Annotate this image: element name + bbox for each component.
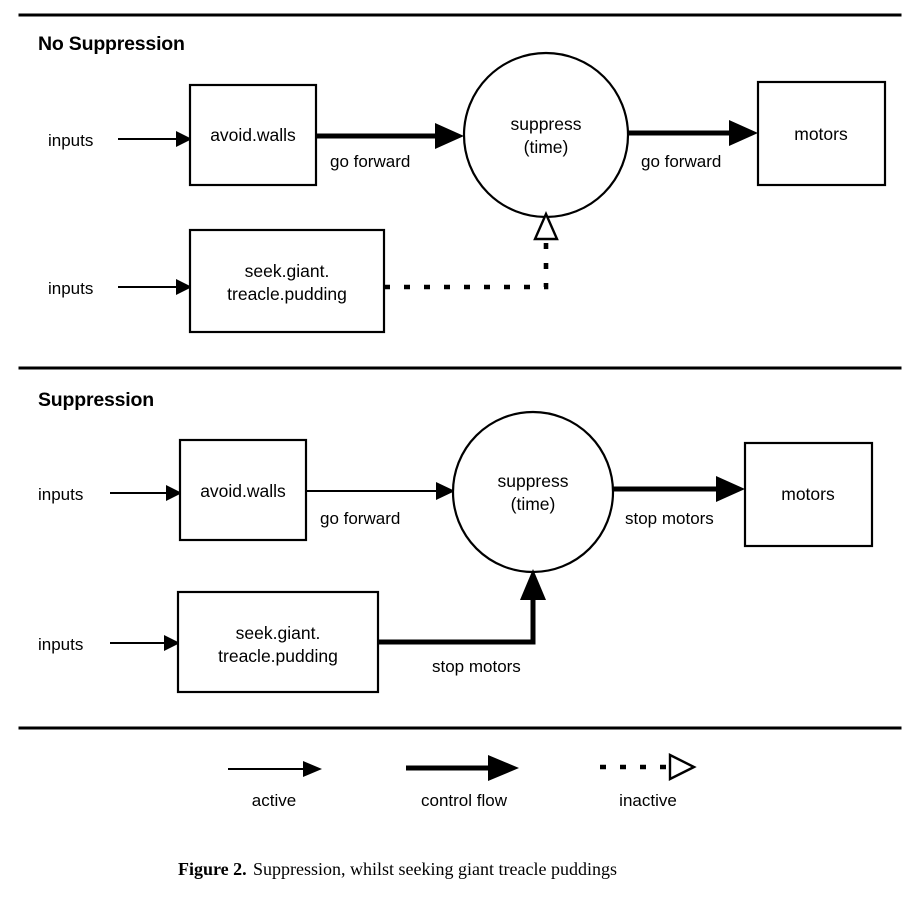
p1-node-suppress-label-line2: (time) [524, 137, 569, 157]
p1-node-avoid-walls-label: avoid.walls [210, 125, 296, 145]
legend-item-control-flow: control flow [406, 755, 519, 810]
p1-input-label-top: inputs [48, 131, 93, 150]
panel-heading-suppression: Suppression [38, 389, 154, 411]
p1-node-suppress[interactable] [462, 51, 630, 219]
legend-item-active: active [228, 761, 322, 810]
p2-input-arrow-bottom [110, 635, 180, 651]
legend-item-inactive: inactive [600, 753, 697, 810]
legend-label-active: active [252, 791, 296, 810]
p1-edge-suppress-to-motors [628, 120, 758, 146]
p2-node-motors-label: motors [781, 484, 835, 504]
figure-caption-text: Suppression, whilst seeking giant treacl… [253, 859, 617, 879]
p2-edge-suppress-to-motors [612, 476, 745, 502]
p2-node-seek-giant-treacle-pudding[interactable] [176, 590, 380, 694]
p1-node-seek-label-line1: seek.giant. [245, 261, 330, 281]
p2-edge-avoid-walls-to-suppress [306, 482, 455, 500]
p2-input-label-bottom: inputs [38, 635, 83, 654]
p2-node-motors[interactable] [743, 441, 874, 548]
p2-edge-seek-to-suppress-control [378, 569, 546, 645]
p2-node-avoid-walls-label: avoid.walls [200, 481, 286, 501]
p2-input-arrow-top [110, 485, 182, 501]
p2-node-suppress[interactable] [451, 410, 615, 574]
p2-edge-label-stop-motors-out: stop motors [625, 509, 714, 528]
p1-node-motors[interactable] [756, 80, 887, 187]
p1-input-label-bottom: inputs [48, 279, 93, 298]
p1-input-arrow-bottom [118, 279, 192, 295]
p2-edge-label-stop-motors-in: stop motors [432, 657, 521, 676]
p2-edge-label-go-forward: go forward [320, 509, 400, 528]
legend-label-inactive: inactive [619, 791, 677, 810]
p1-node-seek-label-line2: treacle.pudding [227, 284, 347, 304]
p2-node-suppress-label-line2: (time) [511, 494, 556, 514]
panel-heading-no-suppression: No Suppression [38, 33, 185, 55]
p1-node-motors-label: motors [794, 124, 848, 144]
p1-edge-avoid-walls-to-suppress [316, 123, 464, 149]
p2-node-seek-label-line1: seek.giant. [236, 623, 321, 643]
p1-node-suppress-label-line1: suppress [510, 114, 581, 134]
p2-node-seek-label-line2: treacle.pudding [218, 646, 338, 666]
figure-caption-prefix: Figure 2. [178, 859, 247, 879]
p2-node-suppress-label-line1: suppress [497, 471, 568, 491]
p1-node-seek-giant-treacle-pudding[interactable] [188, 228, 386, 334]
p1-edge-label-go-forward-in: go forward [330, 152, 410, 171]
p2-input-label-top: inputs [38, 485, 83, 504]
legend-label-control-flow: control flow [421, 791, 508, 810]
p1-edge-label-go-forward-out: go forward [641, 152, 721, 171]
p1-input-arrow-top [118, 131, 192, 147]
p1-edge-seek-to-suppress-inactive [384, 211, 559, 290]
p1-node-avoid-walls[interactable] [188, 83, 318, 187]
